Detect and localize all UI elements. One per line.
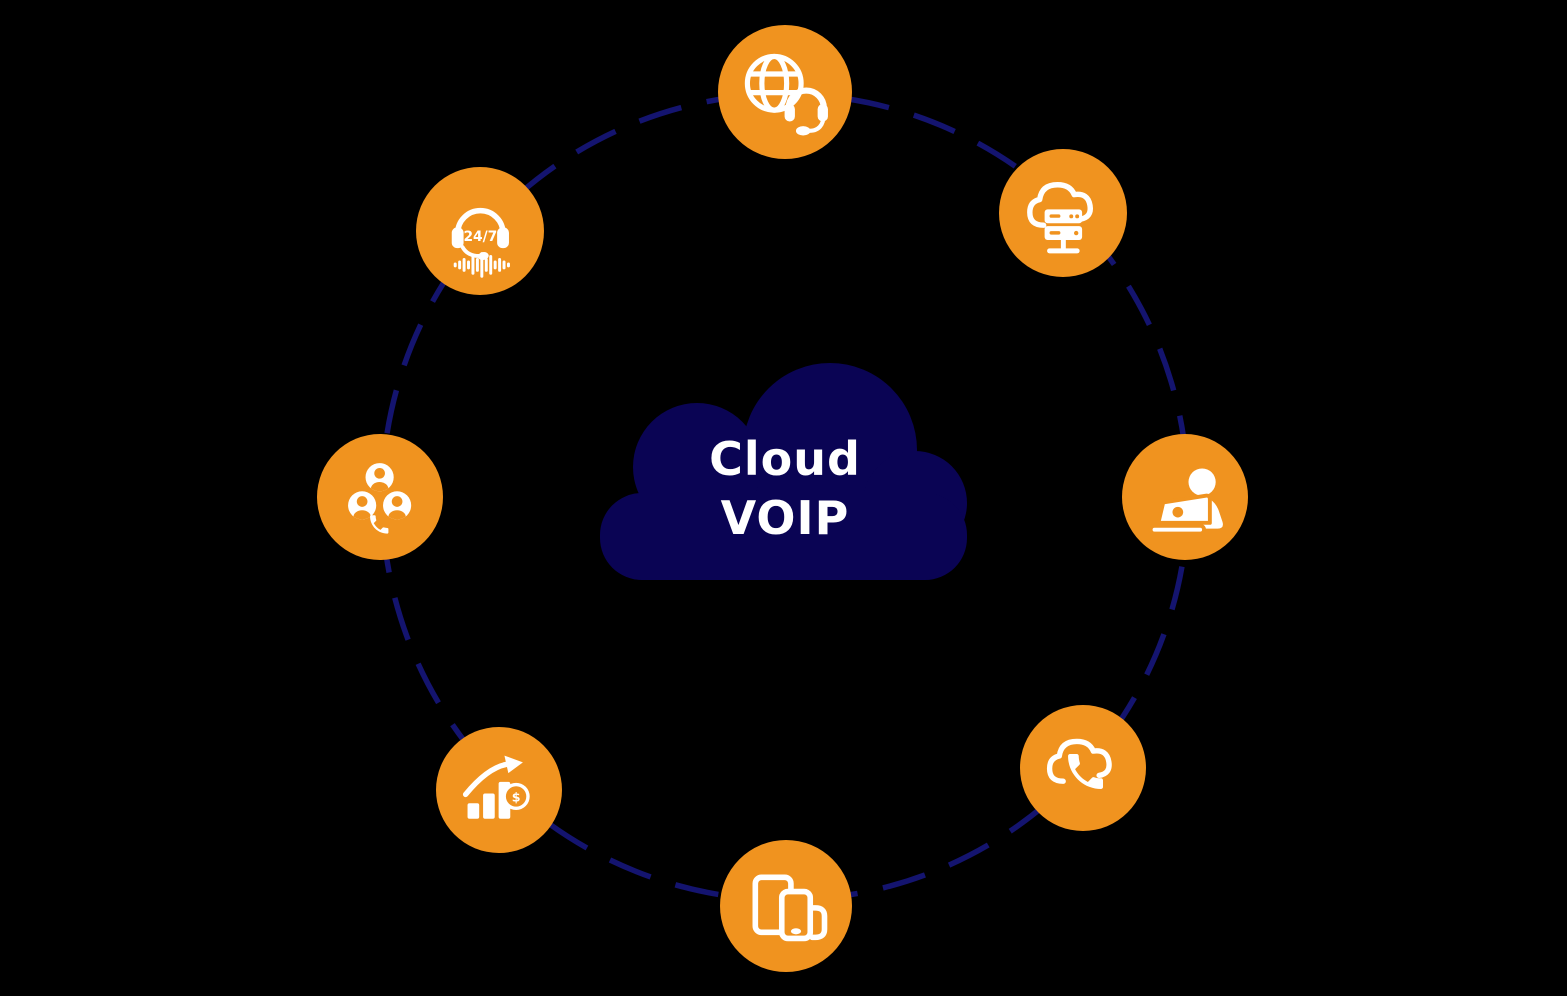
center-title: Cloud VOIP xyxy=(585,430,985,548)
cloud-phone-icon xyxy=(1047,739,1113,790)
globe-headset-icon xyxy=(745,54,829,136)
node-cost-savings-growth: $ xyxy=(436,727,562,853)
cloud-server-icon xyxy=(1026,181,1093,253)
node-conference-calling xyxy=(317,434,443,560)
center-title-line1: Cloud xyxy=(709,432,861,486)
growth-dollar-icon: $ xyxy=(463,756,531,820)
node-cloud-hosted-servers xyxy=(999,149,1127,277)
headset-247-icon: 24/7 xyxy=(451,207,510,278)
label-24-7: 24/7 xyxy=(463,229,497,245)
person-laptop-icon xyxy=(1149,468,1224,536)
node-multi-device-access xyxy=(720,840,852,972)
node-global-voip-support xyxy=(718,25,852,159)
devices-icon xyxy=(752,874,828,942)
node-remote-user xyxy=(1122,434,1248,560)
waveform xyxy=(453,251,510,278)
center-cloud-shape xyxy=(600,363,967,580)
center-title-line2: VOIP xyxy=(720,491,850,545)
node-cloud-calling xyxy=(1020,705,1146,831)
dollar-sign: $ xyxy=(512,790,521,805)
users-call-icon xyxy=(348,463,412,534)
node-round-the-clock-support: 24/7 xyxy=(416,167,544,295)
